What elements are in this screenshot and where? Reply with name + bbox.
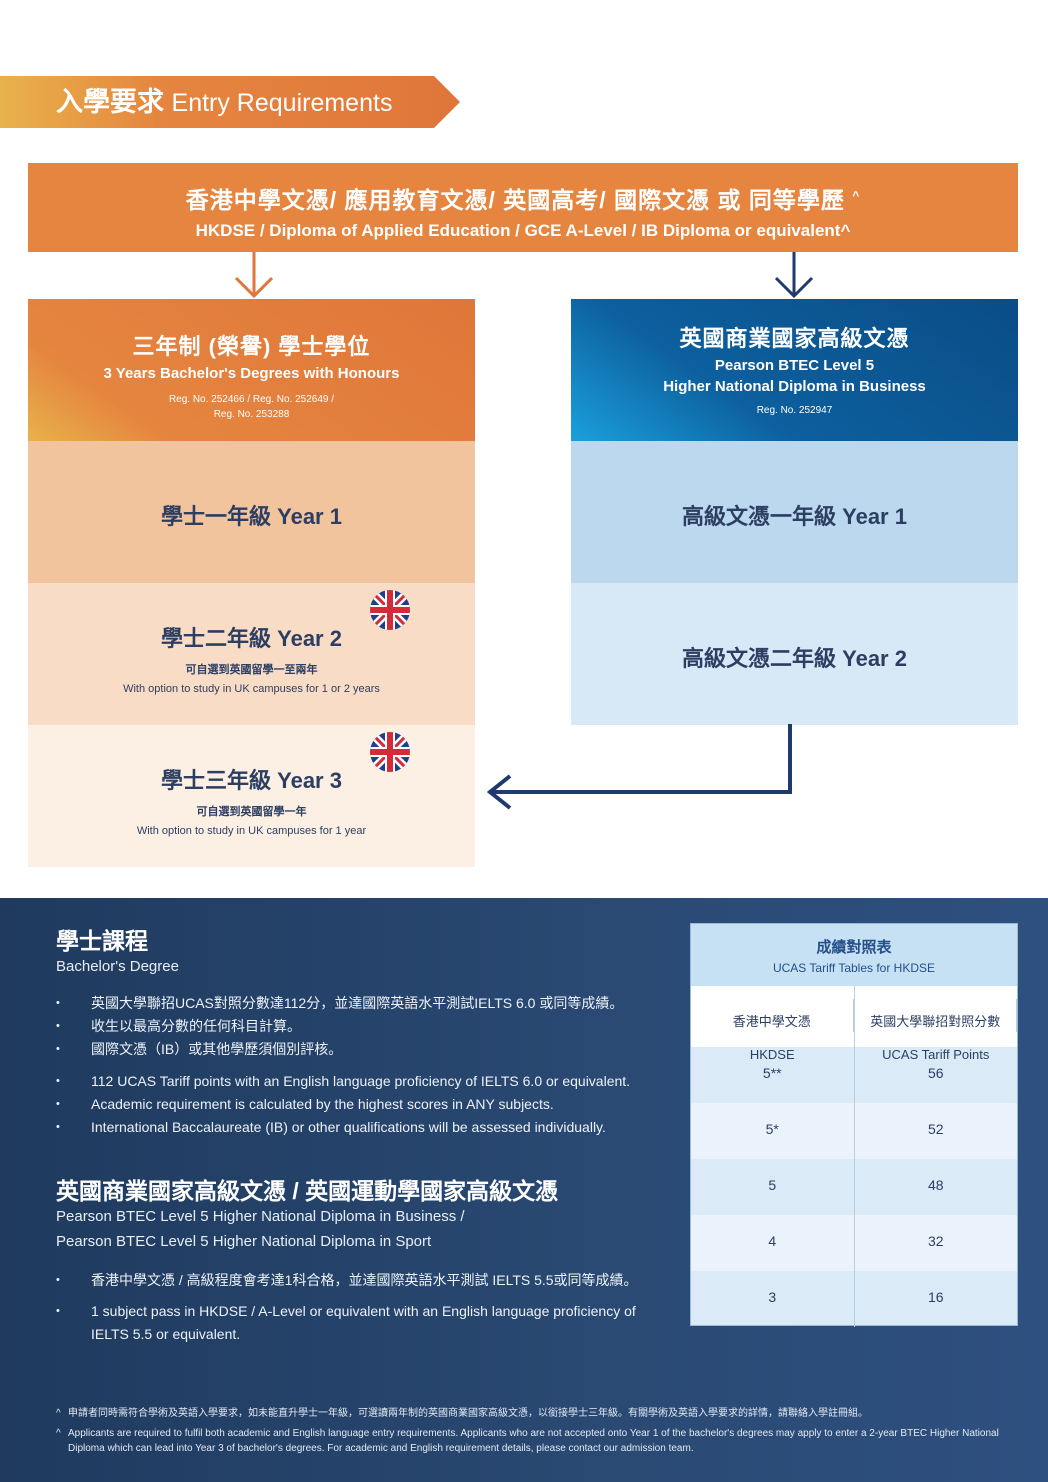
hnd-reg-number: Reg. No. 252947	[756, 405, 833, 416]
section-banner: 入學要求 Entry Requirements	[0, 76, 460, 128]
column-header-ucas-en: UCAS Tariff Points	[882, 1047, 990, 1062]
bachelor-section-subtitle: Bachelor's Degree	[56, 958, 179, 975]
bachelor-title-en: 3 Years Bachelor's Degrees with Honours	[103, 365, 400, 382]
list-item: 國際文憑（IB）或其他學歷須個別評核。	[56, 1038, 666, 1061]
column-header-ucas-zh: 英國大學聯招對照分數	[855, 999, 1017, 1032]
grade-cell: 5*	[691, 1103, 855, 1159]
progression-arrow-icon	[486, 724, 792, 810]
hnd-year1-title: 高級文憑一年級 Year 1	[682, 504, 907, 529]
bachelor-year2-title: 學士二年級 Year 2	[161, 626, 342, 651]
hnd-title-en1: Pearson BTEC Level 5	[714, 357, 875, 374]
table-row: 5* 52	[691, 1103, 1017, 1159]
table-header: 成績對照表 UCAS Tariff Tables for HKDSE	[691, 924, 1017, 986]
points-cell: 52	[927, 1121, 944, 1137]
banner-shape	[0, 76, 460, 128]
hnd-section-subtitle2: Pearson BTEC Level 5 Higher National Dip…	[56, 1233, 432, 1250]
entry-requirement-en: HKDSE / Diploma of Applied Education / G…	[195, 221, 851, 240]
list-item: 英國大學聯招UCAS對照分數達112分，並達國際英語水平測試IELTS 6.0 …	[56, 992, 666, 1015]
hnd-title-en2: Higher National Diploma in Business	[663, 378, 926, 395]
footnote-mark: ^	[852, 188, 861, 203]
footnote-zh: ^ 申請者同時需符合學術及英語入學要求，如未能直升學士一年級，可選讀兩年制的英國商…	[56, 1406, 1016, 1421]
bachelor-year2: 學士二年級 Year 2 可自選到英國留學一至兩年 With option to…	[28, 583, 475, 725]
requirements-details: 學士課程 Bachelor's Degree 英國大學聯招UCAS對照分數達11…	[0, 898, 1048, 1482]
uk-flag-icon	[370, 590, 410, 630]
hnd-year1: 高級文憑一年級 Year 1	[571, 441, 1018, 583]
hnd-title-zh: 英國商業國家高級文憑	[679, 326, 910, 351]
points-cell: 32	[927, 1233, 944, 1249]
bachelor-year1: 學士一年級 Year 1	[28, 441, 475, 583]
points-cell: 48	[927, 1177, 944, 1193]
bachelor-year2-note-zh: 可自選到英國留學一至兩年	[185, 664, 318, 676]
banner-title-zh: 入學要求	[56, 87, 164, 117]
table-title-en: UCAS Tariff Tables for HKDSE	[772, 961, 936, 975]
grade-cell: 5**	[691, 1047, 855, 1103]
grade-cell: 3	[691, 1271, 855, 1327]
bachelor-section-title: 學士課程	[56, 928, 148, 954]
list-item: 香港中學文憑 / 高級程度會考達1科合格，並達國際英語水平測試 IELTS 5.…	[56, 1269, 666, 1292]
entry-requirement-zh: 香港中學文憑/ 應用教育文憑/ 英國高考/ 國際文憑 或 同等學歷 ^	[28, 181, 1018, 215]
grade-cell: 4	[691, 1215, 855, 1271]
uk-flag-icon	[370, 732, 410, 772]
column-header-hkdse: 香港中學文憑 HKDSE	[691, 986, 855, 1062]
bachelor-pathway-column: 三年制 (榮譽) 學士學位 3 Years Bachelor's Degrees…	[28, 299, 475, 867]
footnote-mark: ^	[56, 1428, 61, 1439]
hnd-year2-title: 高級文憑二年級 Year 2	[682, 646, 907, 671]
footnote-en-text: Applicants are required to fulfil both a…	[68, 1428, 999, 1454]
list-item: International Baccalaureate (IB) or othe…	[56, 1116, 666, 1139]
table-row: 4 32	[691, 1215, 1017, 1271]
hnd-requirements: 香港中學文憑 / 高級程度會考達1科合格，並達國際英語水平測試 IELTS 5.…	[56, 1269, 666, 1346]
arrow-down-right-icon	[774, 252, 814, 299]
hnd-year2: 高級文憑二年級 Year 2	[571, 583, 1018, 725]
banner-title: 入學要求 Entry Requirements	[56, 76, 392, 128]
list-item: Academic requirement is calculated by th…	[56, 1093, 666, 1116]
bachelor-year3-note-en: With option to study in UK campuses for …	[136, 825, 367, 837]
bachelor-reg-line2: Reg. No. 253288	[213, 409, 290, 420]
table-row: 5 48	[691, 1159, 1017, 1215]
bachelor-title-zh: 三年制 (榮譽) 學士學位	[132, 334, 371, 359]
table-row: 5** 56	[691, 1047, 1017, 1103]
entry-requirement-zh-text: 香港中學文憑/ 應用教育文憑/ 英國高考/ 國際文憑 或 同等學歷	[185, 187, 845, 213]
list-item: 1 subject pass in HKDSE / A-Level or equ…	[56, 1300, 666, 1346]
column-header-hkdse-zh: 香港中學文憑	[691, 999, 854, 1032]
footnote-mark: ^	[56, 1408, 61, 1419]
hnd-pathway-column: 英國商業國家高級文憑 Pearson BTEC Level 5 Higher N…	[571, 299, 1018, 725]
grade-cell: 5	[691, 1159, 855, 1215]
footnotes: ^ 申請者同時需符合學術及英語入學要求，如未能直升學士一年級，可選讀兩年制的英國商…	[56, 1406, 1016, 1461]
column-header-ucas: 英國大學聯招對照分數 UCAS Tariff Points	[855, 986, 1017, 1062]
table-title-zh: 成績對照表	[816, 939, 892, 956]
bachelor-year3-note-zh: 可自選到英國留學一年	[196, 806, 307, 818]
bachelor-year1-title: 學士一年級 Year 1	[161, 504, 342, 529]
points-cell: 56	[927, 1065, 944, 1081]
list-item: 收生以最高分數的任何科目計算。	[56, 1015, 666, 1038]
entry-requirement-bar: 香港中學文憑/ 應用教育文憑/ 英國高考/ 國際文憑 或 同等學歷 ^ HKDS…	[28, 163, 1018, 252]
hnd-section-subtitle1: Pearson BTEC Level 5 Higher National Dip…	[56, 1208, 465, 1225]
points-cell: 16	[927, 1289, 944, 1305]
table-column-headers: 香港中學文憑 HKDSE 英國大學聯招對照分數 UCAS Tariff Poin…	[691, 986, 1017, 1062]
footnote-en: ^ Applicants are required to fulfil both …	[56, 1426, 1016, 1456]
bachelor-reg-numbers: Reg. No. 252466 / Reg. No. 252649 / Reg.…	[28, 392, 475, 422]
bachelor-year3: 學士三年級 Year 3 可自選到英國留學一年 With option to s…	[28, 725, 475, 867]
bachelor-reg-line1: Reg. No. 252466 / Reg. No. 252649 /	[168, 394, 335, 405]
column-header-hkdse-en: HKDSE	[749, 1047, 795, 1062]
arrow-down-left-icon	[234, 252, 274, 299]
bachelor-header: 三年制 (榮譽) 學士學位 3 Years Bachelor's Degrees…	[28, 299, 475, 441]
list-item: 112 UCAS Tariff points with an English l…	[56, 1070, 666, 1093]
bachelor-requirements-zh: 英國大學聯招UCAS對照分數達112分，並達國際英語水平測試IELTS 6.0 …	[56, 992, 666, 1061]
bachelor-year3-title: 學士三年級 Year 3	[161, 768, 342, 793]
bachelor-year2-note-en: With option to study in UK campuses for …	[123, 683, 380, 695]
footnote-zh-text: 申請者同時需符合學術及英語入學要求，如未能直升學士一年級，可選讀兩年制的英國商業…	[68, 1408, 868, 1419]
bachelor-requirements-en: 112 UCAS Tariff points with an English l…	[56, 1070, 666, 1139]
table-row: 3 16	[691, 1271, 1017, 1327]
banner-title-en: Entry Requirements	[171, 89, 393, 117]
hnd-header: 英國商業國家高級文憑 Pearson BTEC Level 5 Higher N…	[571, 299, 1018, 441]
hnd-section-title: 英國商業國家高級文憑 / 英國運動學國家高級文憑	[56, 1178, 559, 1204]
ucas-tariff-table: 成績對照表 UCAS Tariff Tables for HKDSE 香港中學文…	[690, 923, 1018, 1327]
